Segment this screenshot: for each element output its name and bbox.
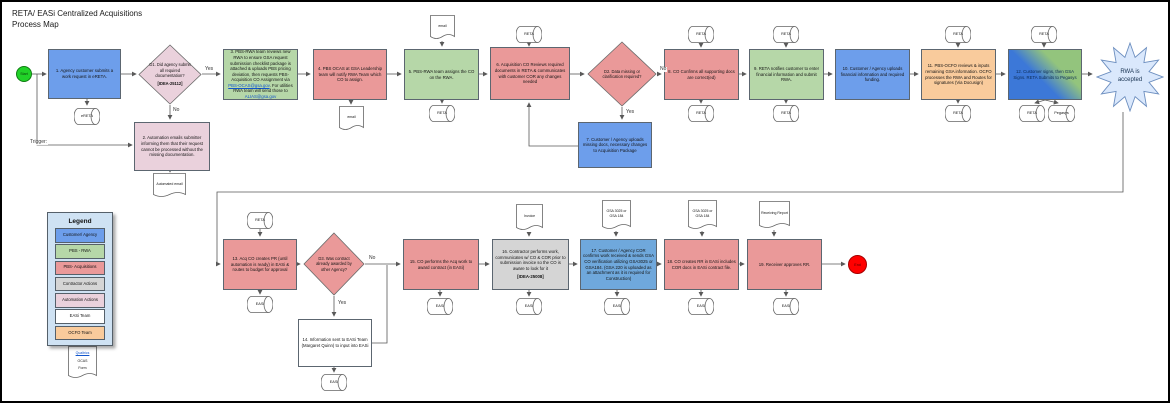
db-reta-above-9[interactable]: RETA [773, 26, 799, 43]
connector [526, 102, 578, 147]
legend-item: Contractor Actions [55, 276, 105, 292]
db-pegasys[interactable]: Pegasys [1048, 105, 1075, 122]
step-15[interactable]: 15. CO performs the Acq work to award co… [403, 239, 479, 290]
step-10[interactable]: 10. Customer / Agency uploads financial … [835, 49, 910, 100]
step-6[interactable]: 6. Acquisition CO Reviews required docum… [490, 47, 570, 100]
db-reta-below-8[interactable]: RETA [688, 105, 714, 122]
step-14[interactable]: 14. Information sent to EASi Team (Marga… [298, 319, 372, 367]
end-terminal[interactable]: End [848, 255, 867, 274]
step-17[interactable]: 17. Customer / Agency COR confirms work … [580, 239, 657, 290]
label-trigger: Trigger: [29, 139, 49, 145]
db-reta-above-11[interactable]: RETA [945, 26, 971, 43]
step-4[interactable]: 4. PBS OCAS at GSA Leadership team will … [313, 49, 387, 100]
decision-d2[interactable]: D2. Data missing or clarification requir… [587, 41, 657, 107]
doc-automated-email[interactable]: Automated email [153, 173, 186, 199]
step-9[interactable]: 9. RETA notifies customer to enter finan… [749, 49, 824, 100]
step-3[interactable]: 3. PBS-RWA team reviews new RWA to ensur… [223, 49, 298, 100]
doc-gsa-above-18[interactable]: GSA 3025 or GSA 184 [688, 200, 717, 231]
connector [1034, 99, 1046, 105]
db-reta-above-6[interactable]: RETA [516, 26, 542, 43]
connector [1044, 99, 1059, 105]
legend-item: Automation Actions [55, 293, 105, 308]
label-no-d1: No [172, 107, 181, 113]
label-yes-d1: Yes [204, 66, 215, 72]
label-no-d2: No [659, 66, 668, 72]
step-5[interactable]: 5. PBS-RWA team assigns the CO on the RW… [404, 49, 479, 100]
db-easi-below-15[interactable]: EASi [427, 298, 453, 315]
doc-receiving-report[interactable]: Receiving Report [759, 201, 790, 230]
step-12[interactable]: 12. Customer signs, then GSA Signs. RETA… [1008, 49, 1082, 100]
db-reta-above-12[interactable]: RETA [1031, 26, 1057, 43]
label-yes-d2: Yes [625, 109, 636, 115]
step-1[interactable]: 1. Agency customer submits a work reques… [48, 49, 121, 99]
step-7[interactable]: 7. Customer / Agency uploads missing doc… [578, 122, 652, 168]
step-13[interactable]: 13. Acq CO creates PR (until automation … [223, 239, 297, 290]
doc-gsa-above-17[interactable]: GSA 3025 or GSA 184 [602, 200, 631, 231]
db-reta-above-13[interactable]: RETA [247, 212, 273, 229]
db-reta-below-9[interactable]: RETA [773, 105, 799, 122]
db-easi-below-19[interactable]: EASi [773, 298, 799, 315]
legend-item: PBS - RWA [55, 244, 105, 259]
connector [372, 265, 388, 344]
legend-item: OCFO Team [55, 325, 105, 341]
link[interactable]: PBS-OCAS@gsa.gov [228, 82, 270, 88]
db-easi-below-18[interactable]: EASi [688, 298, 714, 315]
legend-title: Legend [68, 218, 92, 225]
db-reta-above-8[interactable]: RETA [688, 26, 714, 43]
label-no-d3: No [368, 255, 377, 261]
doc-email-below-4[interactable]: email [339, 106, 364, 132]
legend-item: PBS- Acquisitions [55, 260, 105, 276]
link[interactable]: ALIAS@gsa.gov [244, 94, 277, 99]
step-2[interactable]: 2. Automation emails submitter informing… [134, 122, 210, 171]
db-reta-below-12[interactable]: RETA [1019, 105, 1045, 122]
step-8[interactable]: 8. CO Confirms all supporting docs are c… [664, 49, 739, 100]
db-reta-below-5[interactable]: RETA [429, 105, 455, 122]
step-16[interactable]: 16. Contractor performs work, communicat… [492, 239, 569, 290]
legend-item: Customer/ Agency [55, 228, 105, 243]
rwa-accepted-star[interactable]: RWA is accepted [1096, 42, 1164, 112]
decision-d1[interactable]: D1. Did agency submit all required docum… [138, 44, 202, 105]
db-ereta[interactable]: eRETA [74, 108, 100, 125]
label-yes-d3: Yes [337, 300, 348, 306]
db-easi-below-13[interactable]: EASi [247, 296, 273, 313]
link[interactable]: Qualtrics [75, 351, 90, 356]
step-18[interactable]: 18. CO creates RR in EASi includes COR d… [664, 239, 739, 290]
decision-d3[interactable]: D3. Was contract already awarded by othe… [303, 232, 365, 296]
db-easi-below-16[interactable]: EASi [516, 298, 542, 315]
step-19[interactable]: 19. Receiver approves RR. [747, 239, 822, 290]
start-terminal[interactable]: Start [16, 66, 32, 82]
doc-invoice[interactable]: Invoice [516, 204, 543, 232]
doc-email-above-5[interactable]: email [430, 15, 455, 41]
db-easi-below-17[interactable]: EASi [604, 298, 630, 315]
step-11[interactable]: 11. PBS-OCFO reviews & inputs remaining … [921, 49, 996, 100]
db-reta-below-11[interactable]: RETA [945, 105, 971, 122]
legend-item: EASi Team [55, 309, 105, 324]
db-easi-below-14[interactable]: EASi [321, 374, 347, 391]
